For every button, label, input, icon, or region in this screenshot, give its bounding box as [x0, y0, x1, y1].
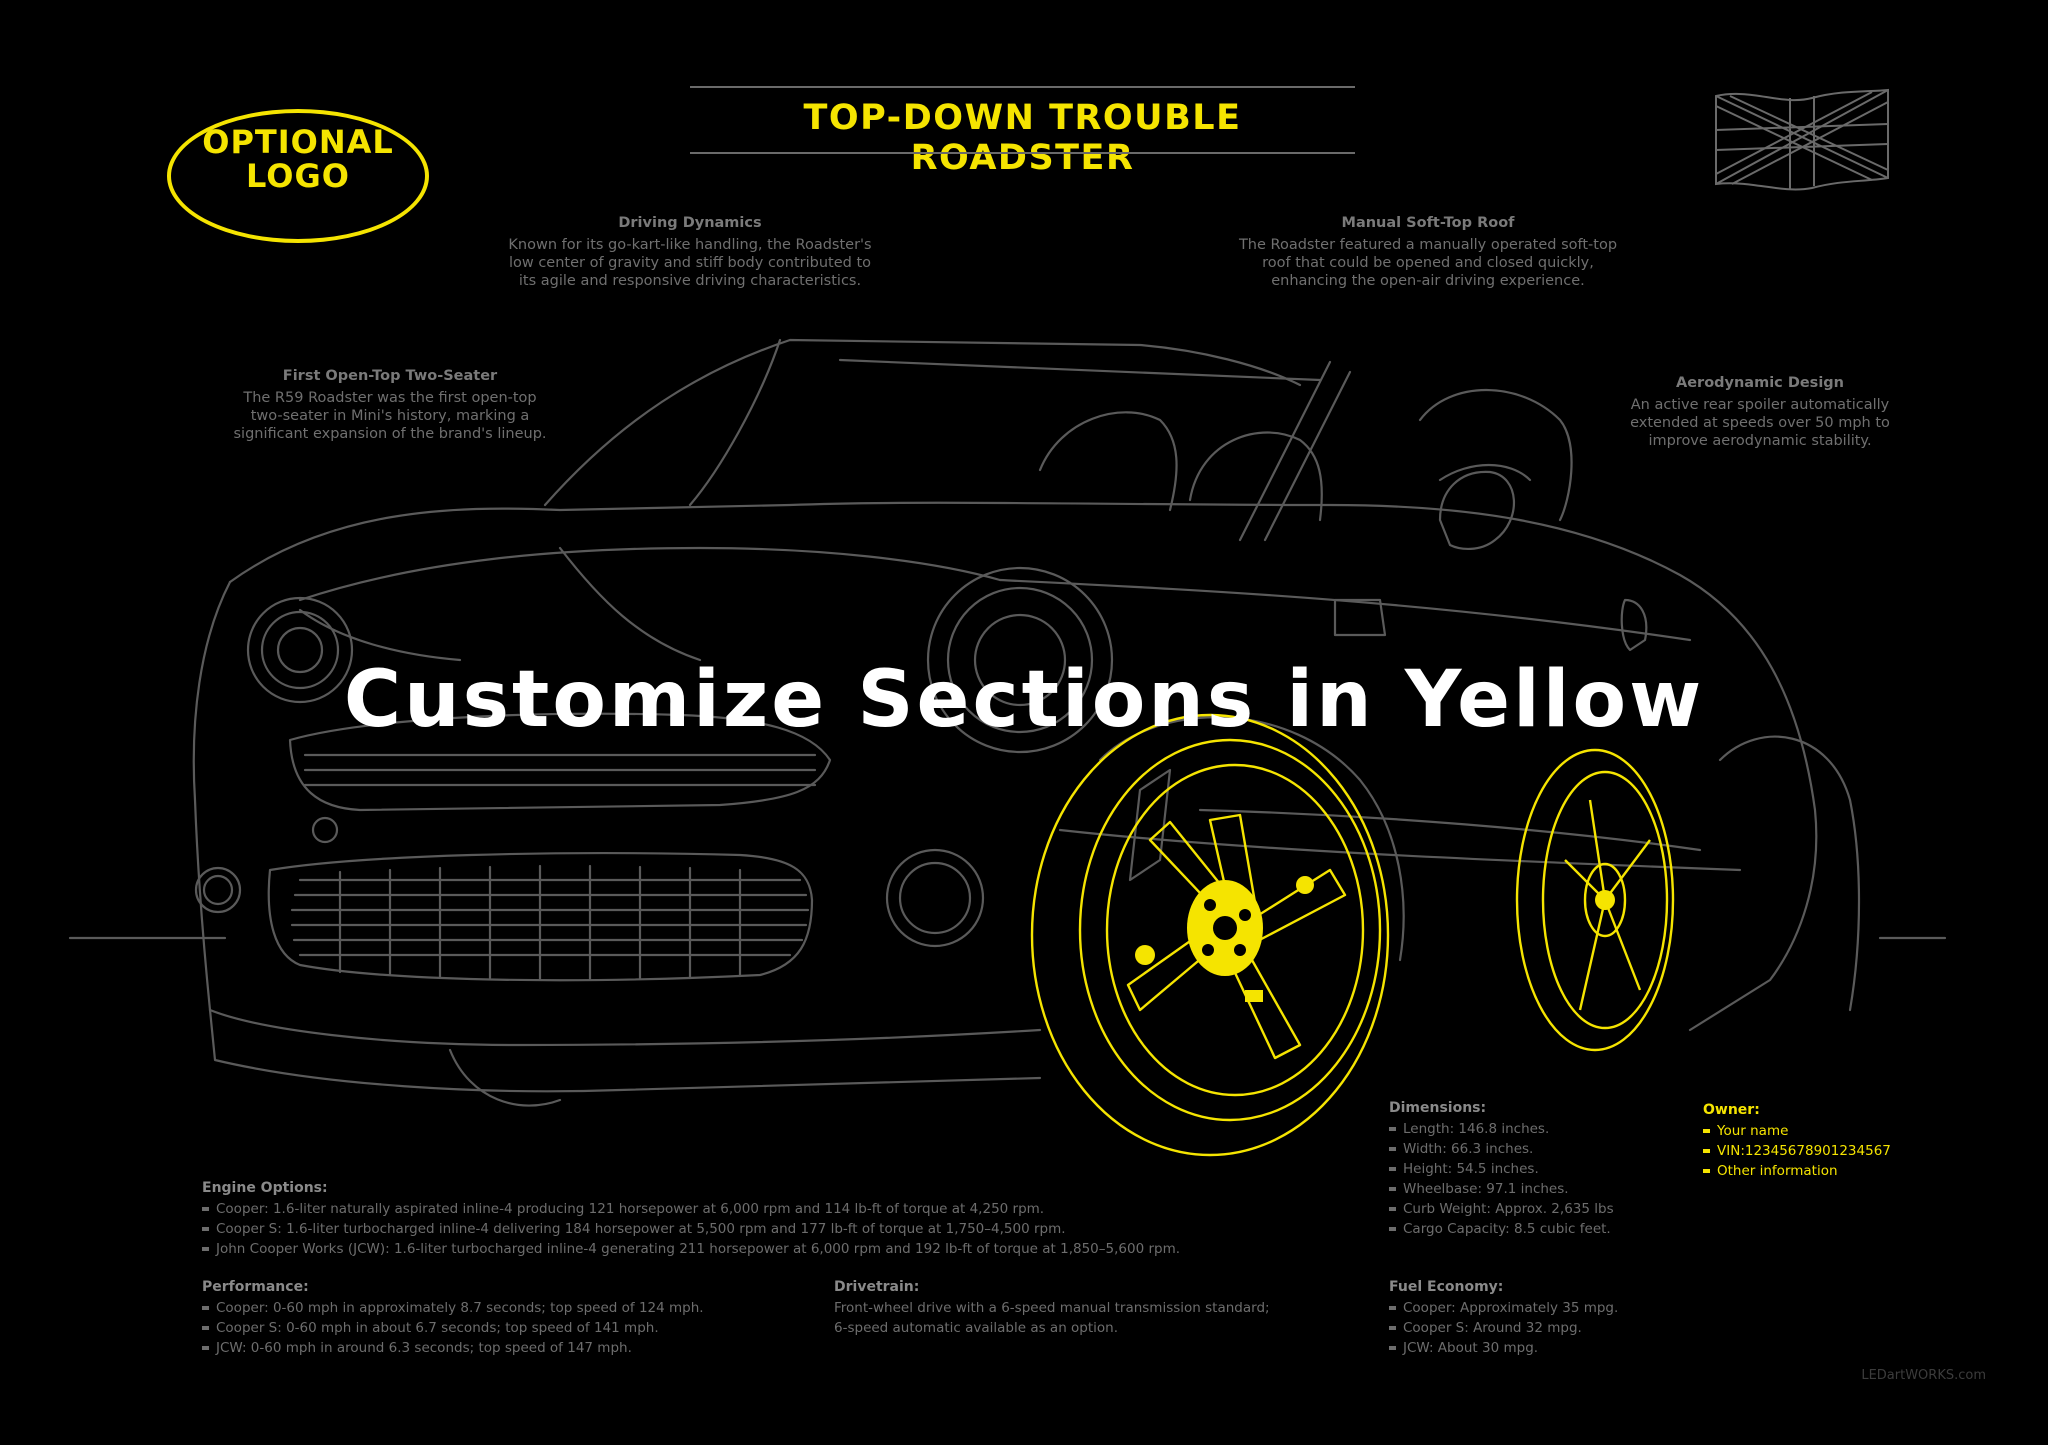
- callout-line: roof that could be opened and closed qui…: [1262, 255, 1594, 271]
- logo-badge: [167, 109, 429, 243]
- owner-other-info: Other information: [1703, 1161, 2003, 1181]
- callout-title: Manual Soft-Top Roof: [1341, 215, 1515, 231]
- callout-soft-top: Manual Soft-Top Roof The Roadster featur…: [1178, 214, 1678, 290]
- union-jack-flag-icon: [1715, 88, 1889, 191]
- spec-item: Wheelbase: 97.1 inches.: [1389, 1179, 1709, 1199]
- spec-heading: Owner:: [1703, 1102, 1760, 1118]
- callout-line: its agile and responsive driving charact…: [518, 273, 862, 289]
- callout-title: Driving Dynamics: [618, 215, 762, 231]
- spec-heading: Fuel Economy:: [1389, 1279, 1504, 1295]
- callout-line: improve aerodynamic stability.: [1648, 433, 1872, 449]
- spec-item: John Cooper Works (JCW): 1.6-liter turbo…: [202, 1239, 1382, 1259]
- callout-aero: Aerodynamic Design An active rear spoile…: [1560, 374, 1960, 450]
- poster-title: TOP-DOWN TROUBLE ROADSTER: [803, 98, 1242, 178]
- spec-item: Cooper: Approximately 35 mpg.: [1389, 1298, 1709, 1318]
- callout-line: two-seater in Mini's history, marking a: [250, 408, 530, 424]
- callout-line: enhancing the open-air driving experienc…: [1271, 273, 1585, 289]
- spec-item: Cooper: 1.6-liter naturally aspirated in…: [202, 1199, 1382, 1219]
- spec-heading: Engine Options:: [202, 1180, 328, 1196]
- spec-item: Width: 66.3 inches.: [1389, 1139, 1709, 1159]
- spec-heading: Dimensions:: [1389, 1100, 1487, 1116]
- spec-drivetrain: Drivetrain: Front-wheel drive with a 6-s…: [834, 1277, 1374, 1338]
- callout-line: low center of gravity and stiff body con…: [508, 255, 872, 271]
- spec-item: Cooper: 0-60 mph in approximately 8.7 se…: [202, 1298, 802, 1318]
- callout-line: extended at speeds over 50 mph to: [1630, 415, 1890, 431]
- callout-line: The Roadster featured a manually operate…: [1238, 237, 1618, 253]
- footer-credit: LEDartWORKS.com: [1861, 1368, 1986, 1383]
- spec-fuel-economy: Fuel Economy: Cooper: Approximately 35 m…: [1389, 1277, 1709, 1358]
- spec-item: Cooper S: Around 32 mpg.: [1389, 1318, 1709, 1338]
- callout-line: The R59 Roadster was the first open-top: [243, 390, 537, 406]
- owner-name: Your name: [1703, 1121, 2003, 1141]
- spec-item: Cargo Capacity: 8.5 cubic feet.: [1389, 1219, 1709, 1239]
- spec-item: JCW: 0-60 mph in around 6.3 seconds; top…: [202, 1338, 802, 1358]
- owner-vin: VIN:12345678901234567: [1703, 1141, 2003, 1161]
- callout-line: Known for its go-kart-like handling, the…: [508, 237, 872, 253]
- title-rule-top: [690, 86, 1355, 88]
- customize-banner: Customize Sections in Yellow: [343, 655, 1705, 745]
- spec-item: Height: 54.5 inches.: [1389, 1159, 1709, 1179]
- logo-text: OPTIONAL LOGO: [202, 123, 394, 195]
- callout-title: First Open-Top Two-Seater: [282, 368, 498, 384]
- spec-item: JCW: About 30 mpg.: [1389, 1338, 1709, 1358]
- spec-heading: Drivetrain:: [834, 1279, 920, 1295]
- spec-line: Front-wheel drive with a 6-speed manual …: [834, 1300, 1270, 1316]
- spec-item: Cooper S: 1.6-liter turbocharged inline-…: [202, 1219, 1382, 1239]
- spec-performance: Performance: Cooper: 0-60 mph in approxi…: [202, 1277, 802, 1358]
- callout-line: An active rear spoiler automatically: [1630, 397, 1890, 413]
- callout-title: Aerodynamic Design: [1675, 375, 1844, 391]
- callout-first-open-top: First Open-Top Two-Seater The R59 Roadst…: [180, 367, 600, 443]
- title-rule-bottom: [690, 152, 1355, 154]
- callout-driving-dynamics: Driving Dynamics Known for its go-kart-l…: [440, 214, 940, 290]
- spec-line: 6-speed automatic available as an option…: [834, 1320, 1119, 1336]
- spec-heading: Performance:: [202, 1279, 309, 1295]
- spec-item: Curb Weight: Approx. 2,635 lbs: [1389, 1199, 1709, 1219]
- spec-item: Cooper S: 0-60 mph in about 6.7 seconds;…: [202, 1318, 802, 1338]
- callout-line: significant expansion of the brand's lin…: [233, 426, 547, 442]
- spec-engine-options: Engine Options: Cooper: 1.6-liter natura…: [202, 1178, 1382, 1259]
- spec-dimensions: Dimensions: Length: 146.8 inches. Width:…: [1389, 1098, 1709, 1239]
- spec-owner: Owner: Your name VIN:12345678901234567 O…: [1703, 1100, 2003, 1181]
- spec-item: Length: 146.8 inches.: [1389, 1119, 1709, 1139]
